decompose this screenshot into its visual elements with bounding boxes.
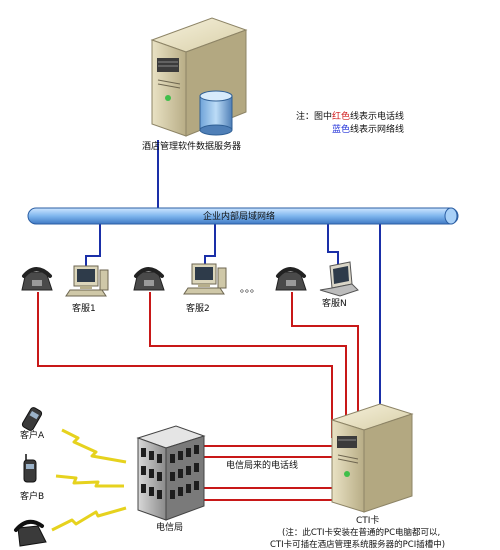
wireless-signal-icons [51, 428, 127, 532]
customer-c-phone-icon [14, 519, 47, 547]
signal-bolt-b-icon [55, 474, 124, 488]
customer-a-mobile-icon [21, 407, 43, 431]
legend-red-suffix: 线表示电话线 [350, 110, 404, 122]
database-icon [199, 90, 233, 136]
agentN-phone-line [291, 292, 359, 424]
agentN-network-link [327, 224, 339, 268]
customer-b-label: 客户B [20, 490, 44, 502]
agent1-network-link [85, 224, 101, 268]
customer-b-mobile-icon [23, 454, 37, 483]
phone-lines [37, 292, 359, 501]
legend-blue-suffix: 线表示网络线 [350, 123, 404, 135]
signal-bolt-c-icon [51, 506, 127, 532]
telecom-label: 电信局 [156, 521, 183, 533]
agentN-label: 客服N [322, 297, 347, 309]
agent2-network-link [204, 224, 216, 268]
legend-blue: 蓝色线表示网络线 [332, 123, 404, 135]
legend-red: 注：图中红色线表示电话线 [296, 110, 404, 122]
legend-blue-word: 蓝色 [332, 123, 350, 135]
agent1-label: 客服1 [72, 302, 96, 314]
server-label: 酒店管理软件数据服务器 [142, 140, 241, 152]
agent1-computer-icon [65, 265, 109, 297]
signal-bolt-a-icon [61, 428, 127, 464]
cti-note-line1: (注：此CTI卡安装在普通的PC电脑都可以, [282, 527, 440, 538]
agent2-phone-icon [133, 267, 165, 291]
agentN-phone-icon [275, 267, 307, 291]
agent1-phone-icon [21, 267, 53, 291]
agent2-computer-icon [183, 263, 227, 295]
cti-note-line2: CTI卡可插在酒店管理系统服务器的PCI插槽中) [270, 539, 445, 550]
agentN-laptop-icon [319, 261, 359, 297]
network-lines [85, 140, 381, 412]
telecom-lines-label: 电信局来的电话线 [226, 459, 298, 471]
agent2-phone-line [149, 292, 347, 430]
cti-label: CTI卡 [356, 514, 379, 526]
network-label: 企业内部局域网络 [203, 210, 275, 222]
legend-prefix: 注：图中 [296, 110, 332, 122]
telecom-building-icon [136, 425, 206, 521]
agent1-phone-line [37, 292, 333, 438]
network-bus [27, 207, 459, 225]
agents-ellipsis: 。。。 [240, 284, 260, 295]
legend-red-word: 红色 [332, 110, 350, 122]
agent2-label: 客服2 [186, 302, 210, 314]
cti-server-icon [330, 403, 414, 513]
customer-a-label: 客户A [20, 429, 45, 441]
